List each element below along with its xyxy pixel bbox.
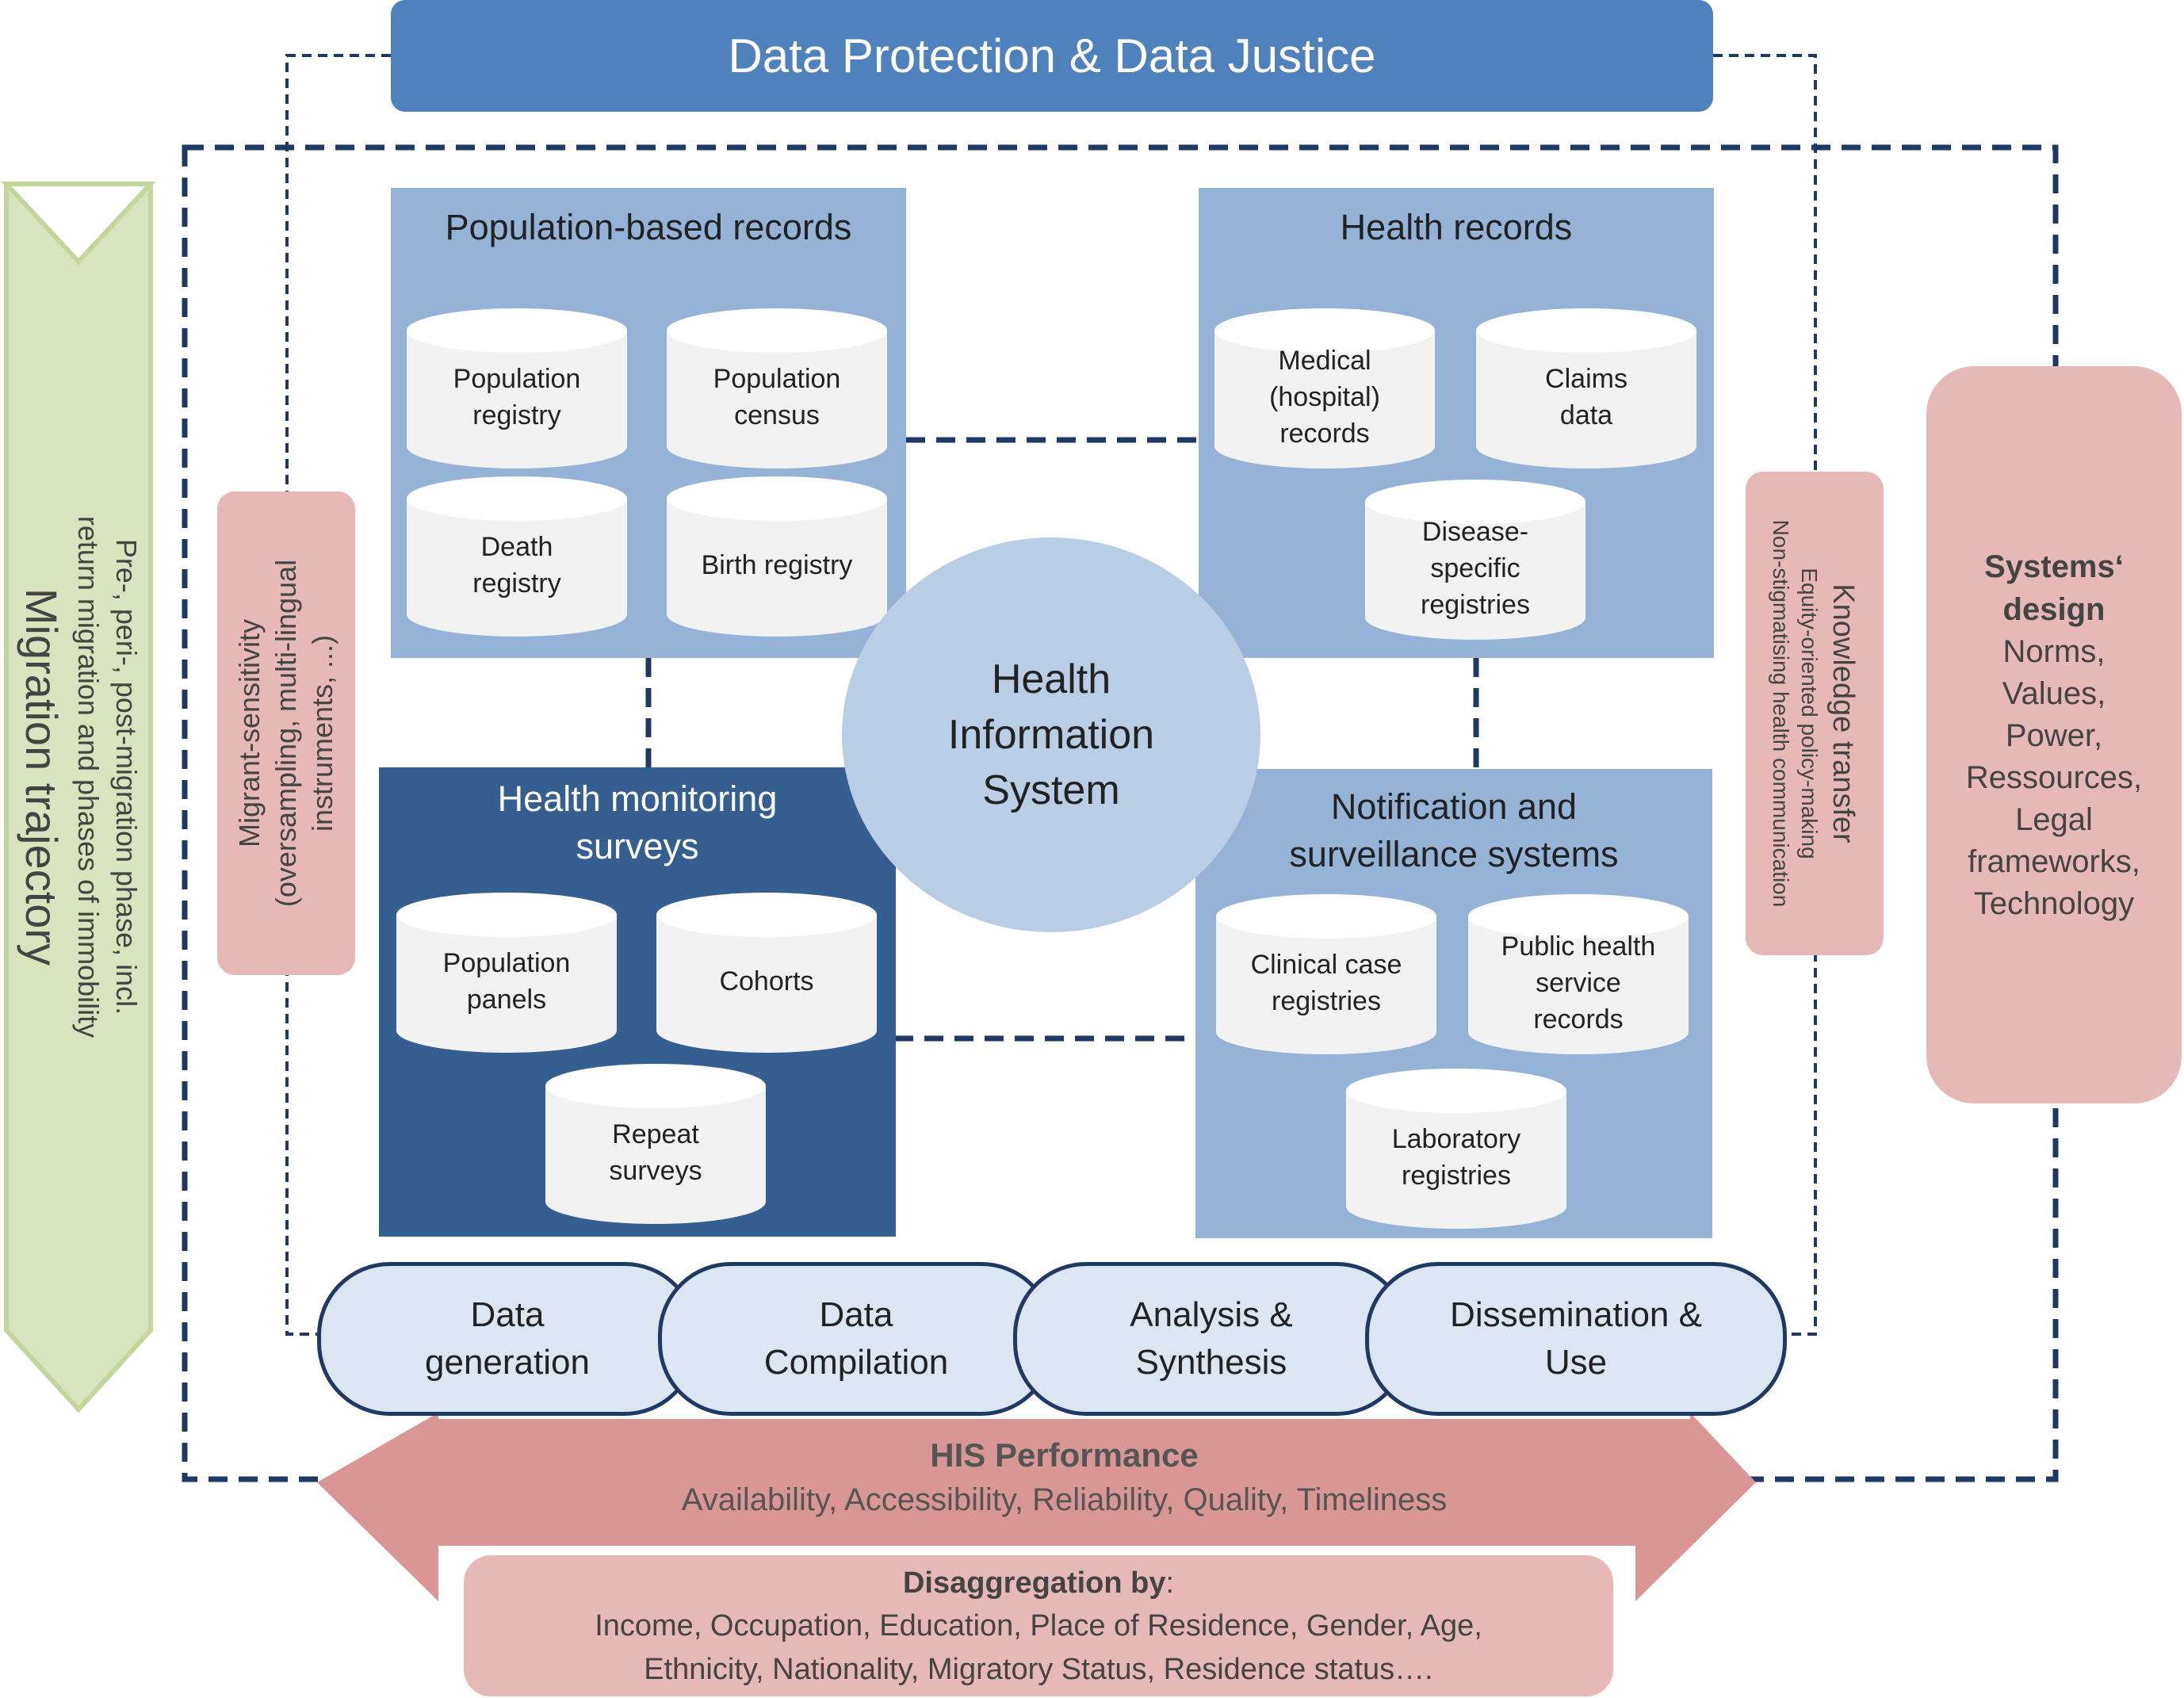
database-label: Birth registry	[701, 550, 853, 580]
database-label: Death registry	[472, 532, 561, 599]
disaggregation-colon: :	[1165, 1566, 1175, 1600]
database-label: Public health service records	[1501, 931, 1656, 1034]
section-title: Health records	[1340, 207, 1573, 247]
database-label: Population registry	[453, 364, 581, 430]
database-death-registry: Death registry	[407, 476, 627, 637]
database-label: Repeat surveys	[609, 1119, 702, 1186]
section-population-records: Population-based records Population regi…	[391, 188, 906, 658]
database-laboratory-registries: Laboratory registries	[1346, 1069, 1566, 1229]
performance-arrow-shape	[317, 1413, 1756, 1601]
disaggregation-heading: Disaggregation by:	[464, 1562, 1613, 1604]
section-notification-surveillance: Notification and surveillance systems Cl…	[1195, 769, 1712, 1238]
database-label: Claims data	[1545, 364, 1627, 430]
database-label: Clinical case registries	[1250, 950, 1402, 1016]
database-label: Population panels	[442, 948, 571, 1015]
section-health-monitoring-surveys: Health monitoring surveys Population pan…	[379, 767, 896, 1237]
process-data-compilation: Data Compilation	[658, 1262, 1054, 1416]
knowledge-title: Knowledge transfer	[1826, 583, 1860, 843]
database-medical-records: Medical (hospital) records	[1214, 308, 1435, 468]
database-label: Laboratory registries	[1391, 1124, 1521, 1191]
process-analysis-synthesis: Analysis & Synthesis	[1013, 1262, 1409, 1416]
database-label: Population census	[713, 364, 841, 430]
center-title: Health Information System	[947, 656, 1155, 813]
migration-title: Migration trajectory	[17, 587, 67, 966]
his-center-circle: Health Information System	[842, 537, 1260, 932]
section-title: Health monitoring surveys	[497, 778, 778, 866]
database-population-panels: Population panels	[396, 893, 617, 1053]
database-disease-registries: Disease- specific registries	[1365, 480, 1585, 640]
database-clinical-case-registries: Clinical case registries	[1216, 894, 1436, 1054]
migrant-sensitivity-label: Migrant-sensitivity (oversampling, multi…	[233, 559, 339, 908]
database-claims-data: Claims data	[1476, 308, 1696, 468]
banner-title: Data Protection & Data Justice	[728, 29, 1376, 82]
migrant-sensitivity-box	[217, 491, 355, 975]
knowledge-subtitle: Equity-oriented policy-making Non-stigma…	[1769, 519, 1822, 908]
database-population-registry: Population registry	[407, 308, 627, 468]
knowledge-transfer-box	[1746, 472, 1884, 955]
performance-title: HIS Performance	[930, 1436, 1199, 1474]
performance-items: Availability, Accessibility, Reliability…	[681, 1482, 1448, 1517]
migration-subtitle: Pre-, peri-, post-migration phase, incl.…	[72, 515, 143, 1038]
database-label: Cohorts	[719, 966, 814, 996]
database-label: Disease- specific registries	[1421, 517, 1530, 620]
disaggregation-items: Income, Occupation, Education, Place of …	[595, 1609, 1482, 1686]
knowledge-transfer-label: Knowledge transfer Equity-oriented polic…	[1757, 472, 1872, 955]
database-public-health-records: Public health service records	[1468, 894, 1689, 1054]
database-population-census: Population census	[667, 308, 887, 468]
process-dissemination-use: Dissemination & Use	[1365, 1262, 1787, 1416]
section-title: Notification and surveillance systems	[1289, 786, 1619, 874]
database-repeat-surveys: Repeat surveys	[545, 1064, 766, 1224]
section-health-records: Health records Medical (hospital) record…	[1199, 188, 1714, 658]
performance-label: HIS Performance Availability, Accessibil…	[438, 1433, 1690, 1522]
database-birth-registry: Birth registry	[667, 476, 887, 637]
disaggregation-box: Disaggregation by: Income, Occupation, E…	[464, 1555, 1613, 1696]
database-cohorts: Cohorts	[656, 893, 877, 1053]
migration-trajectory-label: Migration trajectory Pre-, peri-, post-m…	[2, 230, 157, 1324]
thin-dashed-loop	[285, 54, 391, 1336]
section-title: Population-based records	[445, 207, 852, 247]
database-label: Medical (hospital) records	[1269, 346, 1380, 449]
banner-data-protection: Data Protection & Data Justice	[391, 0, 1713, 112]
systems-design-items: Norms, Values, Power, Ressources, Legal …	[1965, 633, 2143, 921]
systems-design-box: Systems‘ design Norms, Values, Power, Re…	[1926, 366, 2182, 1103]
systems-design-title: Systems‘ design	[1984, 549, 2124, 627]
process-data-generation: Data generation	[317, 1262, 698, 1416]
disaggregation-title: Disaggregation by	[902, 1566, 1166, 1600]
